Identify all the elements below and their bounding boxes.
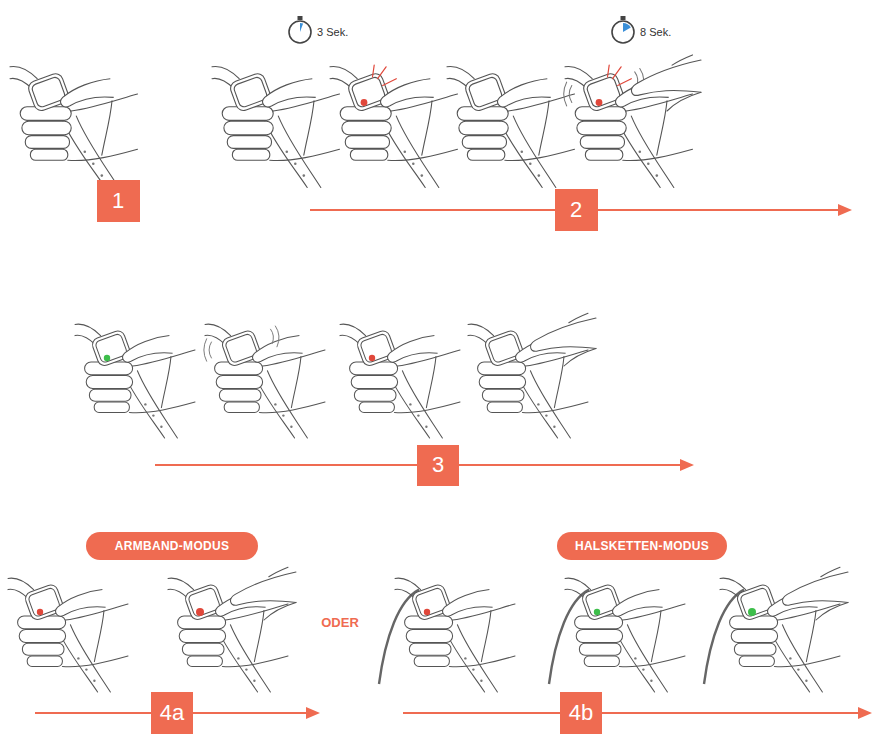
step-number: 4a [151,692,193,734]
mode-pill: ARMBAND-MODUS [86,532,258,560]
necklace-figure [379,578,515,692]
hand-figure [564,55,701,188]
step-arrow [35,204,872,719]
step-number: 2 [555,189,598,231]
step-number: 3 [417,445,459,486]
hand-figure [212,66,340,187]
step-text: HALSKETTEN-MODUS [575,539,709,553]
hand-figure [8,578,128,692]
timer-icon [612,16,634,43]
step-text: 3 [432,452,444,478]
hand-figure [340,324,460,438]
hand-figure [468,313,596,438]
step-text: 1 [112,188,124,214]
step-text: 4b [569,700,593,726]
hand-figure [447,66,575,187]
step-text: ARMBAND-MODUS [115,539,230,553]
necklace-figure [549,578,685,692]
necklace-figure [704,567,848,692]
timer-icon [289,16,311,43]
time-label: 8 Sek. [640,26,671,38]
hand-figure [330,65,458,187]
hand-figure [168,567,296,692]
time-label: 3 Sek. [317,26,348,38]
step-text: 4a [160,700,184,726]
hand-figure [10,66,138,187]
hand-figure [204,324,325,438]
step-number: 4b [560,692,602,734]
or-label: ODER [321,615,359,630]
mode-pill: HALSKETTEN-MODUS [557,532,727,560]
step-text: 2 [570,197,582,223]
hand-figure [75,324,195,438]
step-number: 1 [97,180,140,222]
